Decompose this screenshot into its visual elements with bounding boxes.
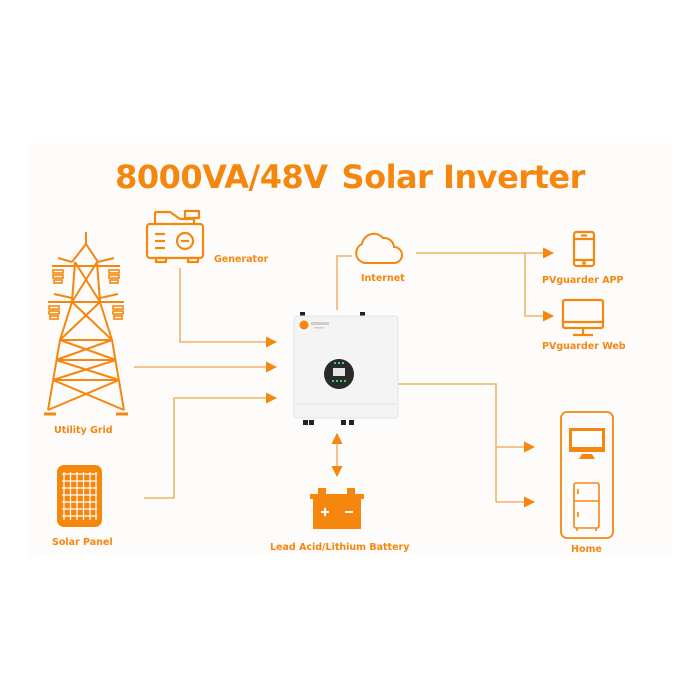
page-title: 8000VA/48V Solar Inverter — [0, 158, 700, 196]
utility-grid-label: Utility Grid — [54, 425, 113, 436]
internet-web-connector — [524, 253, 555, 322]
smartphone-icon — [572, 230, 596, 268]
home-appliances-icon — [560, 411, 614, 539]
cloud-icon — [355, 232, 403, 264]
solar-panel-label: Solar Panel — [52, 537, 113, 548]
internet-label: Internet — [361, 273, 405, 284]
pvguarder-web-label: PVguarder Web — [542, 341, 626, 352]
pvguarder-app-label: PVguarder APP — [542, 275, 624, 286]
generator-connector — [179, 268, 278, 348]
battery-icon — [310, 488, 364, 529]
monitor-icon — [561, 298, 605, 337]
battery-label: Lead Acid/Lithium Battery — [270, 542, 410, 553]
generator-icon — [145, 209, 205, 264]
inverter-device — [293, 312, 399, 425]
solar-panel-icon — [57, 465, 102, 527]
power-tower-icon — [44, 232, 128, 416]
brand-logo — [299, 320, 309, 330]
inverter-home-connector — [397, 383, 497, 502]
home-label: Home — [571, 544, 602, 555]
title-model: 8000VA/48V — [115, 158, 328, 196]
title-product: Solar Inverter — [341, 158, 586, 196]
inverter-internet-connector — [336, 255, 352, 310]
solar-connector — [144, 392, 278, 499]
generator-label: Generator — [214, 254, 269, 265]
